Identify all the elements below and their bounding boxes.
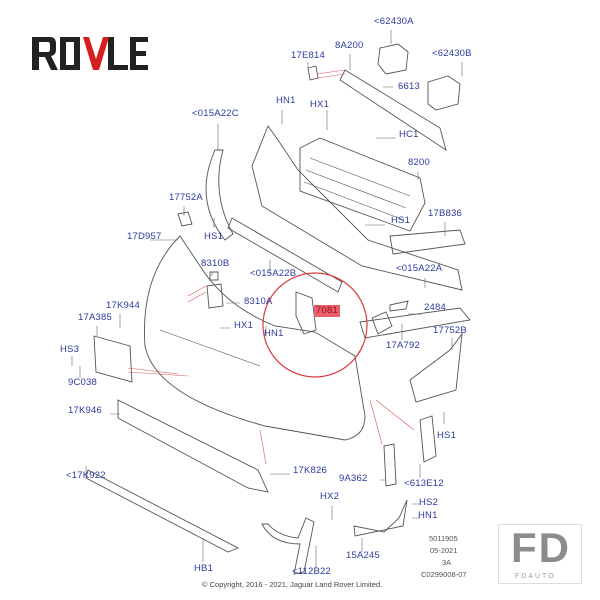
cover-2484	[389, 300, 409, 312]
bracket-62430a	[377, 43, 409, 75]
fd-logo: FD	[511, 524, 571, 571]
callout-17a792[interactable]: 17A792	[386, 340, 420, 351]
callout-hs1[interactable]: HS1	[204, 231, 224, 242]
cap-8310a	[206, 283, 224, 309]
callout-17752b[interactable]: 17752B	[433, 325, 467, 336]
bracket-62430b	[427, 75, 461, 111]
callout-62430b[interactable]: <62430B	[432, 48, 472, 59]
callout-17a385[interactable]: 17A385	[78, 312, 112, 323]
drawing-code: C0299008-07	[421, 570, 467, 579]
grille-8200	[299, 137, 426, 232]
bracket-17752b	[409, 332, 463, 403]
callout-8310a[interactable]: 8310A	[244, 296, 273, 307]
callout-hs1[interactable]: HS1	[437, 430, 457, 441]
callout-8310b[interactable]: 8310B	[201, 258, 230, 269]
drawing-date: 05-2021	[430, 546, 458, 555]
callout-17e814[interactable]: 17E814	[291, 50, 325, 61]
upper-bumper	[251, 125, 463, 291]
trim-015a22c	[205, 149, 234, 241]
fdauto-watermark: FD FDAUTO	[498, 524, 582, 584]
callout-9c038[interactable]: 9C038	[68, 377, 97, 388]
rovce-logo	[32, 37, 148, 70]
callout-7081-highlighted[interactable]: 7081	[314, 305, 340, 317]
callout-hc1[interactable]: HC1	[399, 129, 419, 140]
callout-2484[interactable]: 2484	[424, 302, 446, 313]
callout-hs2[interactable]: HS2	[419, 497, 439, 508]
clip-17752a	[177, 211, 193, 227]
callout-17752a[interactable]: 17752A	[169, 192, 203, 203]
callout-8200[interactable]: 8200	[408, 157, 430, 168]
trim-015a22b	[227, 217, 343, 293]
callout-17d957[interactable]: 17D957	[127, 231, 162, 242]
callout-17k944[interactable]: 17K944	[106, 300, 140, 311]
callout-17k946[interactable]: 17K946	[68, 405, 102, 416]
bracket-112b22	[261, 517, 315, 575]
callout-hx1[interactable]: HX1	[234, 320, 254, 331]
drawing-number: 5011905	[429, 534, 458, 543]
bumper-beam	[339, 69, 447, 152]
reflector-9a362	[383, 443, 397, 487]
fog-bezel-613e12	[419, 415, 437, 463]
callout-17k826[interactable]: 17K826	[293, 465, 327, 476]
callout-hb1[interactable]: HB1	[194, 563, 214, 574]
callout-hx2[interactable]: HX2	[320, 491, 340, 502]
bracket-15a245	[353, 499, 408, 537]
callout-613e12[interactable]: <613E12	[404, 478, 444, 489]
bracket-17a792	[371, 311, 393, 335]
highlight-circle	[262, 272, 368, 378]
callout-17b836[interactable]: 17B836	[428, 208, 462, 219]
callout-hs3[interactable]: HS3	[60, 344, 80, 355]
callout-hn1[interactable]: HN1	[276, 95, 296, 106]
callout-9a362[interactable]: 9A362	[339, 473, 368, 484]
callout-6613[interactable]: 6613	[398, 81, 420, 92]
callout-hs1[interactable]: HS1	[391, 215, 411, 226]
callout-015a22b[interactable]: <015A22B	[250, 268, 297, 279]
callout-8a200[interactable]: 8A200	[335, 40, 364, 51]
callout-hn1[interactable]: HN1	[264, 328, 284, 339]
license-plate-bracket	[93, 335, 133, 383]
skid-plate-17k922	[85, 469, 240, 553]
callout-015a22c[interactable]: <015A22C	[192, 108, 239, 119]
callout-17k922[interactable]: <17K922	[66, 470, 106, 481]
tow-cover-7081	[295, 291, 317, 335]
callout-015a22a[interactable]: <015A22A	[396, 263, 443, 274]
mesh-grille-17k946	[117, 399, 269, 493]
drawing-revision: 3A	[442, 558, 452, 567]
copyright-notice: © Copyright, 2016 - 2021, Jaguar Land Ro…	[202, 580, 383, 589]
callout-112b22[interactable]: <112B22	[292, 566, 331, 577]
clip-17e814	[307, 65, 319, 81]
lower-bumper	[144, 235, 366, 441]
callout-hn1[interactable]: HN1	[418, 510, 438, 521]
fdauto-text: FDAUTO	[515, 573, 556, 580]
trim-015a22a	[359, 307, 471, 339]
cap-8310b	[209, 271, 219, 281]
callout-hx1[interactable]: HX1	[310, 99, 330, 110]
bracket-17b836	[389, 229, 466, 255]
callout-62430a[interactable]: <62430A	[374, 16, 414, 27]
callout-15a245[interactable]: 15A245	[346, 550, 380, 561]
